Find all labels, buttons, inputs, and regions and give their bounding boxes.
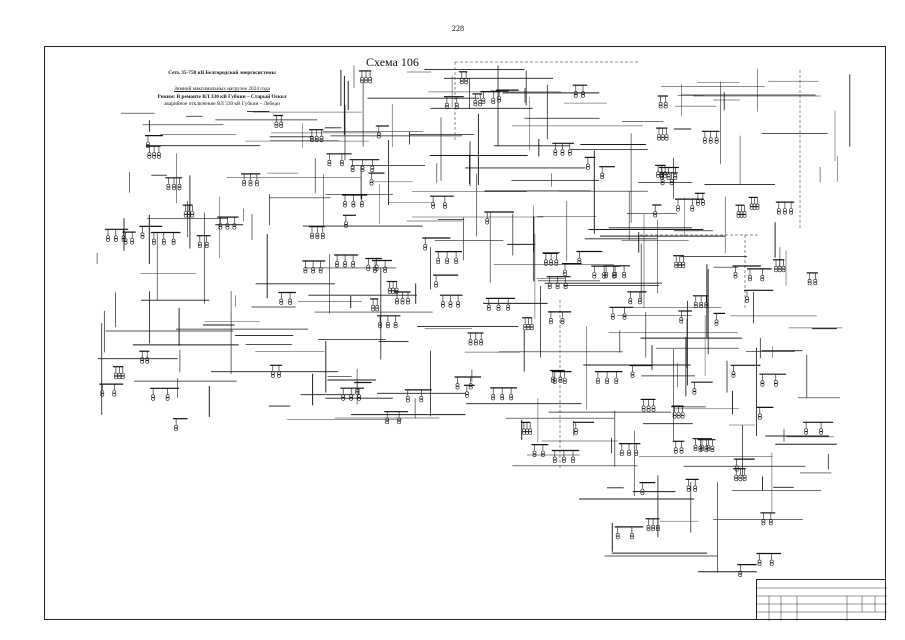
page-number: 228: [452, 24, 464, 33]
network-title: Сеть 35-750 кВ Белгородской энергосистем…: [168, 70, 276, 76]
regime-line-1: Режим: В ремонте ВЛ 330 кВ Губкин – Стар…: [157, 94, 287, 100]
schema-title: Схема 106: [366, 55, 419, 69]
stamp-grid: [757, 587, 887, 621]
title-block-stamp: [756, 579, 887, 621]
drawing-frame: [44, 46, 886, 620]
regime-line-2: аварийное отключение ВЛ 330 кВ Губкин – …: [164, 101, 280, 107]
load-mode-title: Зимний максимальных нагрузок 2024 года: [174, 86, 270, 92]
